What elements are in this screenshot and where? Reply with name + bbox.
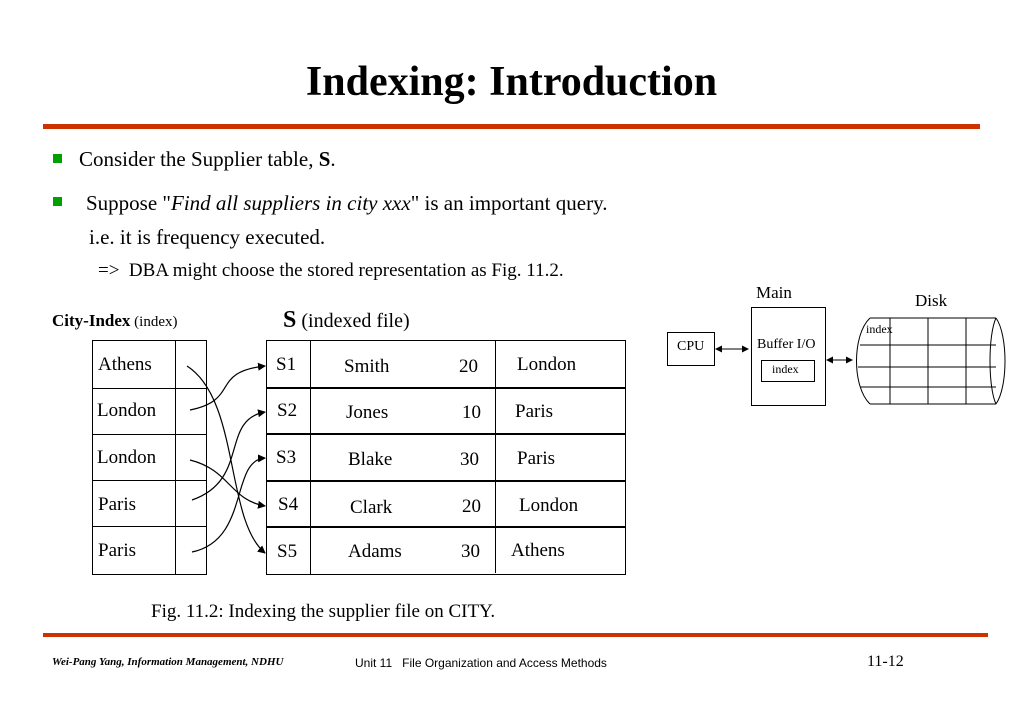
footer-unit: Unit 11 <box>355 656 393 670</box>
pointer-london-s1 <box>189 362 266 411</box>
footer-rule <box>43 633 988 637</box>
diagram-lines <box>715 317 1006 405</box>
supplier-status: 30 <box>460 449 479 470</box>
figure-caption: Fig. 11.2: Indexing the supplier file on… <box>151 601 496 622</box>
bullet-marker <box>53 197 62 206</box>
buffer-label: Buffer I/O <box>757 337 816 352</box>
supplier-name: Clark <box>350 497 393 518</box>
bullet-1-text: Consider the Supplier table, <box>79 147 319 171</box>
footer-course: Unit 11 File Organization and Access Met… <box>355 656 607 670</box>
main-label: Main <box>756 283 792 302</box>
supplier-sno: S4 <box>278 494 299 515</box>
bullet-2-suffix: " is an important query. <box>410 191 608 215</box>
bullet-2: Suppose "Find all suppliers in city xxx"… <box>86 191 607 216</box>
supplier-sno: S5 <box>277 541 298 562</box>
supplier-status: 30 <box>461 541 480 562</box>
supplier-name: Adams <box>348 541 402 562</box>
city-index-label: City-Index (index) <box>52 311 177 331</box>
supplier-name: Smith <box>344 356 390 377</box>
footer-topic: File Organization and Access Methods <box>402 656 607 670</box>
supplier-name: Blake <box>348 449 393 470</box>
buffer-index-box <box>761 360 815 382</box>
bullet-1: Consider the Supplier table, S. <box>79 147 336 172</box>
city-index-entry: Athens <box>98 354 152 375</box>
buffer-index-label: index <box>772 362 799 376</box>
bullet-1-bold: S <box>318 147 331 171</box>
supplier-city: Paris <box>517 448 555 469</box>
disk-label: Disk <box>915 291 948 310</box>
footer-author: Wei-Pang Yang, Information Management, N… <box>52 656 284 668</box>
supplier-city: Paris <box>515 401 553 422</box>
indexed-file-label-note: (indexed file) <box>296 310 410 332</box>
supplier-status: 20 <box>459 356 478 377</box>
indexed-file-label: S (indexed file) <box>283 307 410 334</box>
bullet-2-italic: Find all suppliers in city xxx <box>171 191 411 215</box>
cpu-box <box>667 332 715 366</box>
title-rule <box>43 124 980 129</box>
bullet-2-line-2: i.e. it is frequency executed. <box>89 225 326 249</box>
city-index-divider <box>175 340 176 574</box>
page-title: Indexing: Introduction <box>305 59 718 105</box>
city-index-entry: London <box>97 400 157 421</box>
city-index-label-bold: City-Index <box>52 311 131 330</box>
cpu-label: CPU <box>677 339 705 354</box>
supplier-name: Jones <box>346 402 389 423</box>
main-memory-box <box>751 307 826 406</box>
supplier-city: London <box>517 354 577 375</box>
bullet-1-suffix: . <box>330 147 336 171</box>
supplier-city: London <box>519 495 579 516</box>
supplier-file-frame <box>266 340 626 575</box>
footer-page-number: 11-12 <box>867 653 904 670</box>
city-index-label-note: (index) <box>130 314 178 330</box>
disk-cylinder <box>856 317 1006 405</box>
bullet-2-line-3: => DBA might choose the stored represent… <box>98 260 564 281</box>
pointer-paris-s2 <box>191 409 266 501</box>
pointer-paris-s3 <box>191 454 266 553</box>
bullet-2-text: Suppose " <box>86 191 171 215</box>
supplier-city: Athens <box>511 540 565 561</box>
supplier-status: 10 <box>462 402 481 423</box>
supplier-sno: S2 <box>277 400 298 421</box>
indexed-file-label-bold: S <box>283 307 297 333</box>
supplier-sno: S1 <box>276 354 297 375</box>
city-index-frame <box>92 340 207 575</box>
pointer-athens-s5 <box>186 365 266 554</box>
city-index-entry: London <box>97 447 157 468</box>
supplier-status: 20 <box>462 496 481 517</box>
city-index-entry: Paris <box>98 540 136 561</box>
bullet-marker <box>53 154 62 163</box>
pointer-london-s4 <box>189 459 266 509</box>
city-index-entry: Paris <box>98 494 136 515</box>
supplier-sno: S3 <box>276 447 297 468</box>
disk-index-label: index <box>866 322 893 336</box>
